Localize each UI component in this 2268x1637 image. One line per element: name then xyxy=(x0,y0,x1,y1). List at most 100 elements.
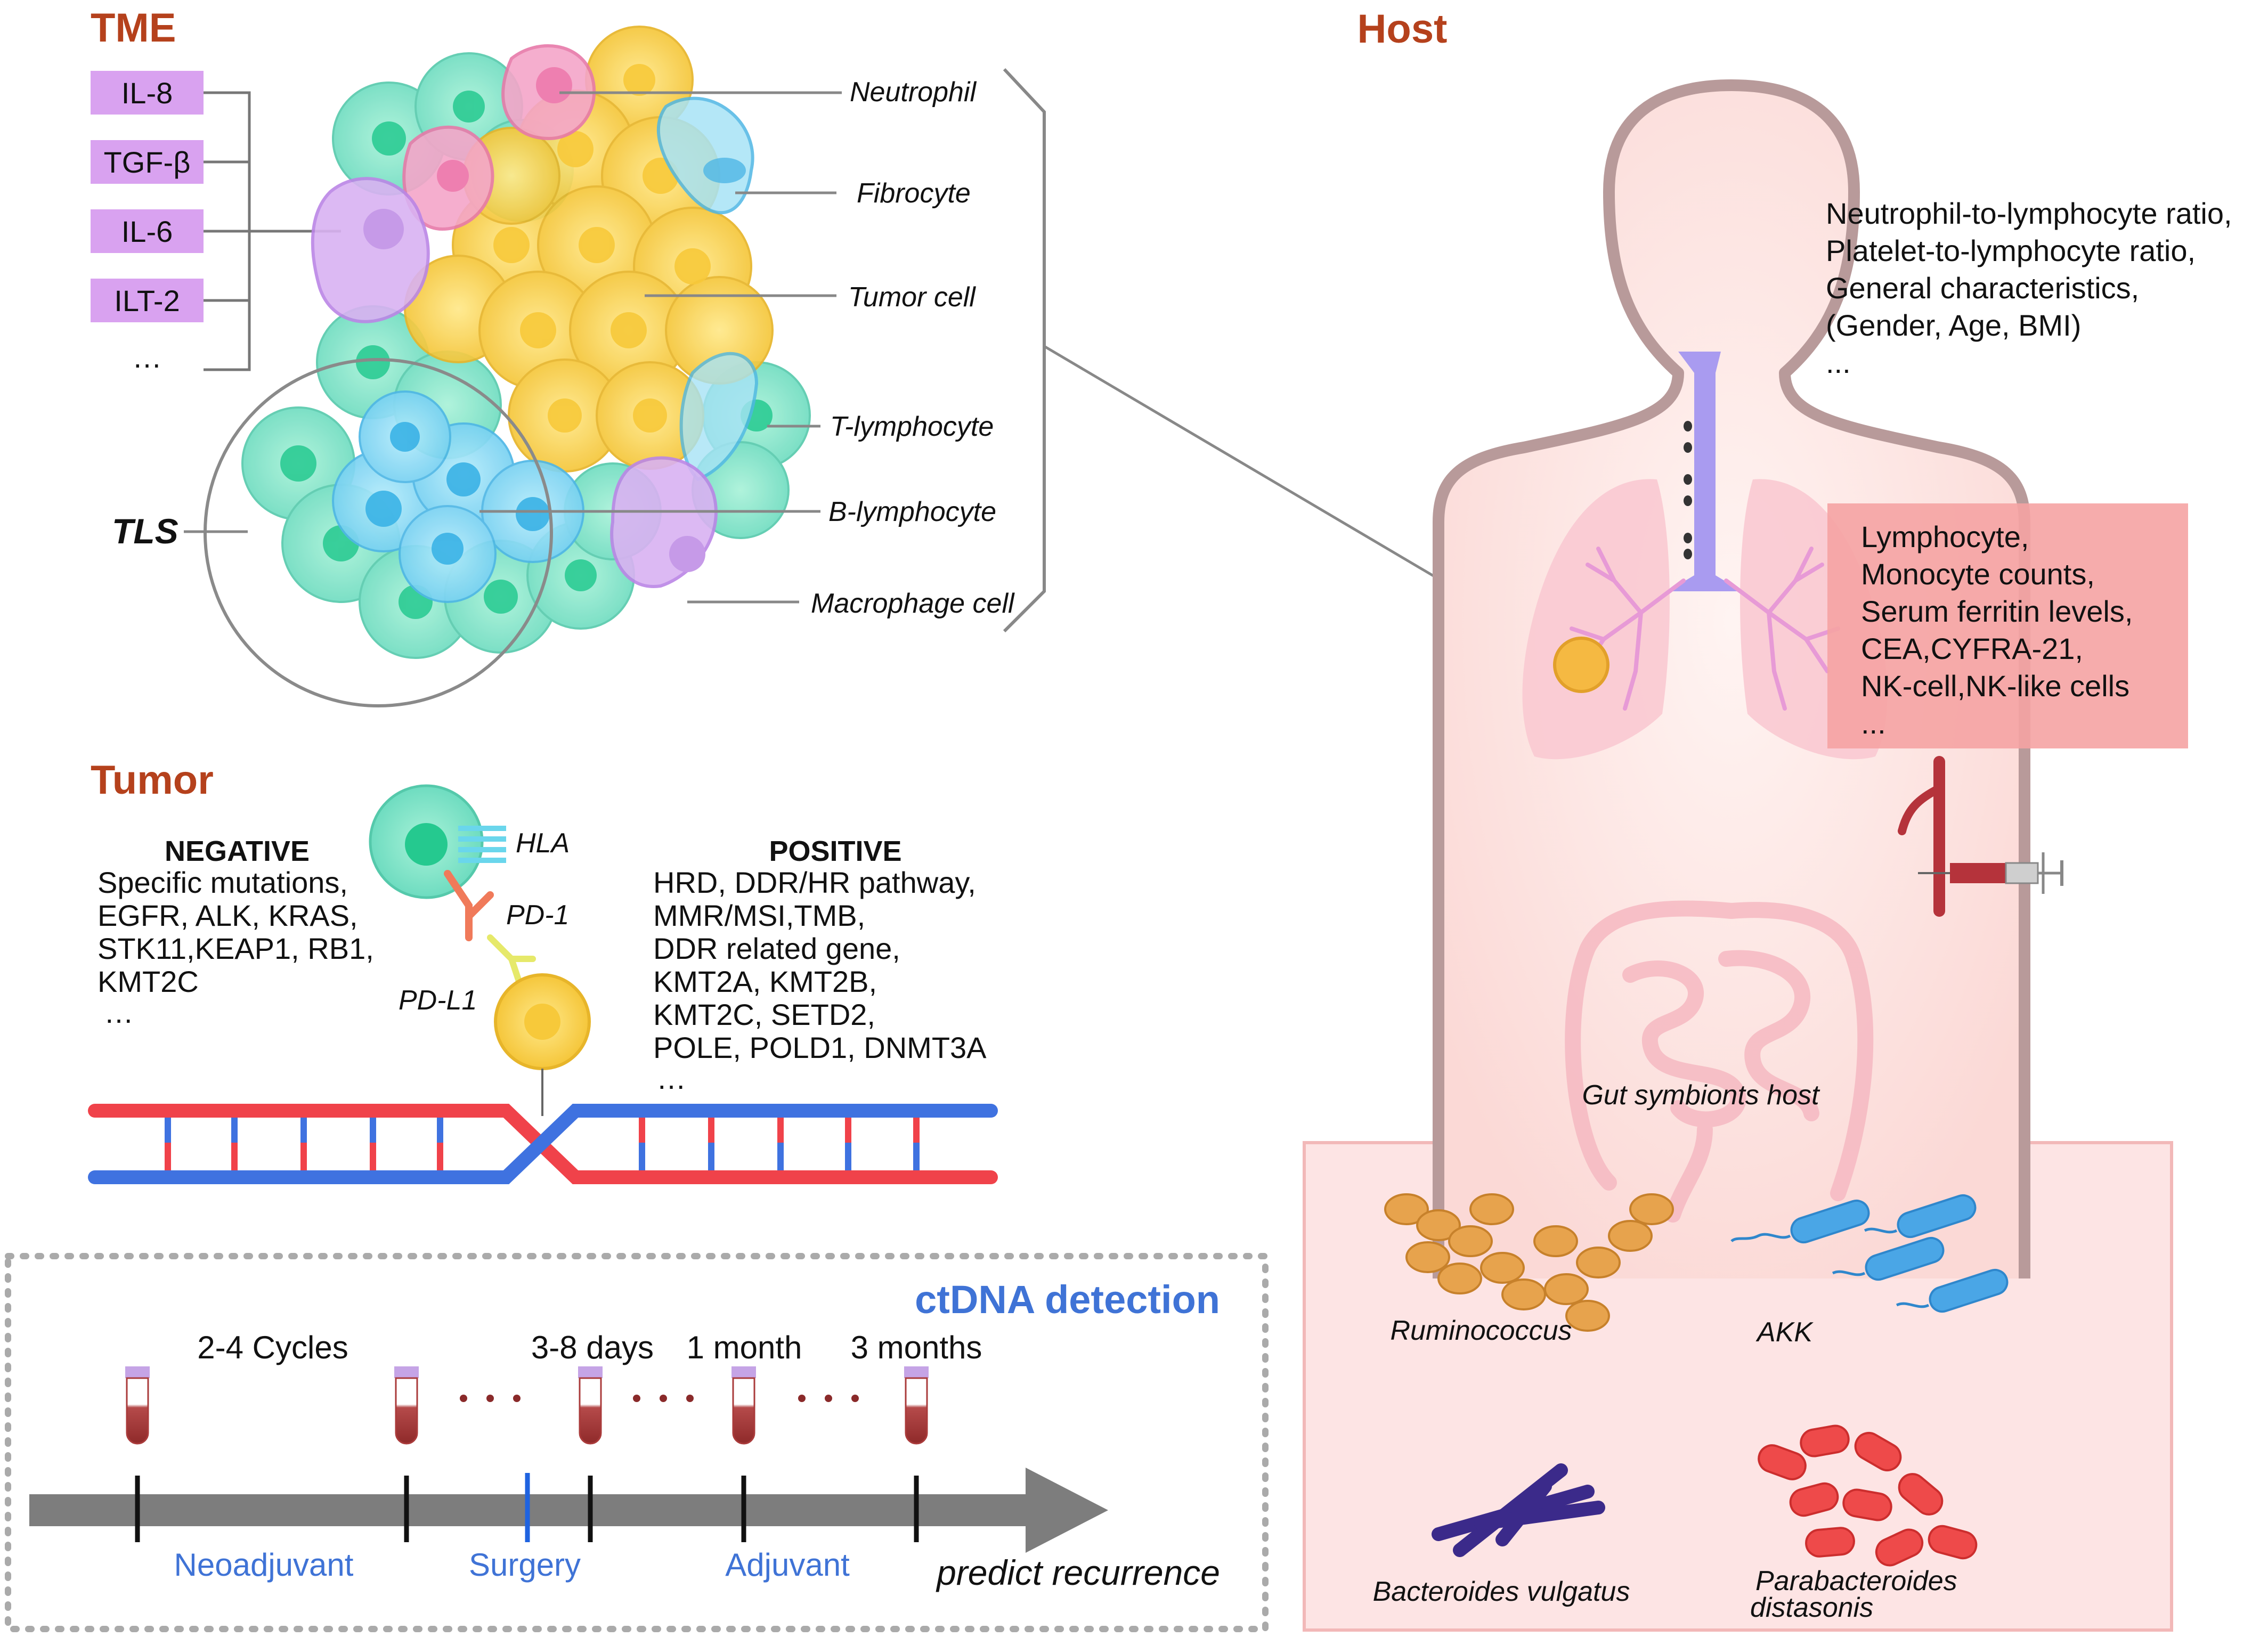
label-parabacteroides: Parabacteroides xyxy=(1755,1566,1957,1597)
blood-marker-line: CEA,CYFRA-21, xyxy=(1861,632,2083,665)
systemic-line: Neutrophil-to-lymphocyte ratio, xyxy=(1826,197,2232,230)
label-neutrophil: Neutrophil xyxy=(850,77,977,108)
cytokine-box-ilt2 xyxy=(91,279,204,322)
tumor-title: Tumor xyxy=(91,758,214,803)
cytokine-list: IL-8 TGF-β IL-6 ILT-2 … xyxy=(91,71,341,374)
pd1-label: PD-1 xyxy=(506,900,569,931)
positive-line: POLE, POLD1, DNMT3A xyxy=(653,1031,987,1064)
timeline-arrow xyxy=(29,1468,1108,1553)
blood-marker-line: Serum ferritin levels, xyxy=(1861,594,2133,628)
ruminococcus-icon xyxy=(1384,1193,1674,1332)
cytokine-box-il8 xyxy=(91,71,204,115)
label-cycles: 2-4 Cycles xyxy=(197,1330,348,1365)
negative-line: EGFR, ALK, KRAS, xyxy=(97,899,358,932)
pd1-receptor xyxy=(444,870,494,941)
immune-synapse xyxy=(369,784,591,1116)
pdl1-label: PD-L1 xyxy=(399,985,477,1016)
label-fibrocyte: Fibrocyte xyxy=(857,178,971,209)
blood-tube xyxy=(731,1366,756,1445)
negative-list: Specific mutations, EGFR, ALK, KRAS, STK… xyxy=(97,866,374,1029)
intestines xyxy=(1565,900,1874,1223)
tme-title: TME xyxy=(91,5,176,51)
host-title: Host xyxy=(1357,6,1448,52)
trachea-rings xyxy=(1684,421,1692,559)
positive-heading: POSITIVE xyxy=(769,835,901,867)
cytokine-ilt2: ILT-2 xyxy=(114,284,180,317)
dna-blue-strand xyxy=(88,1104,998,1184)
label-tumor-cell: Tumor cell xyxy=(848,282,976,313)
blood-marker-line: Monocyte counts, xyxy=(1861,557,2095,591)
label-neoadjuvant: Neoadjuvant xyxy=(174,1547,354,1583)
negative-line: Specific mutations, xyxy=(97,866,348,899)
label-surgery: Surgery xyxy=(469,1547,581,1583)
dna-rungs xyxy=(165,1113,920,1172)
negative-line: STK11,KEAP1, RB1, xyxy=(97,932,374,965)
blood-marker-line: ... xyxy=(1861,706,1886,740)
label-distasonis: distasonis xyxy=(1750,1592,1873,1623)
blood-tubes xyxy=(125,1366,929,1445)
tme-bracket xyxy=(1003,68,1046,633)
cytokine-tgfb: TGF-β xyxy=(104,145,191,179)
syringe-icon xyxy=(1898,756,2063,917)
cytokine-more: … xyxy=(132,340,162,374)
blood-tube xyxy=(125,1366,150,1445)
gut-label: Gut symbionts host xyxy=(1582,1080,1820,1111)
hla-receptor xyxy=(458,826,506,863)
ctdna-title: ctDNA detection xyxy=(915,1277,1220,1322)
lung-tumor xyxy=(1553,637,1609,693)
bacteroides-icon xyxy=(1432,1463,1605,1557)
label-t-lymphocyte: T-lymphocyte xyxy=(830,411,994,442)
cell-labels xyxy=(479,91,842,604)
hla-label: HLA xyxy=(516,828,570,859)
blood-tube xyxy=(578,1366,603,1445)
ellipsis-dots xyxy=(460,1395,859,1402)
fibrocyte-cell xyxy=(657,96,754,215)
parabacteroides-icon xyxy=(1758,1424,1978,1567)
blood-marker-line: Lymphocyte, xyxy=(1861,520,2029,553)
label-ruminococcus: Ruminococcus xyxy=(1390,1315,1572,1346)
blood-markers: Lymphocyte, Monocyte counts, Serum ferri… xyxy=(1861,520,2133,740)
label-bacteroides: Bacteroides vulgatus xyxy=(1373,1576,1630,1607)
tme-cell-cluster xyxy=(204,26,811,707)
cytokine-box-il6 xyxy=(91,209,204,253)
label-1-month: 1 month xyxy=(687,1330,802,1365)
positive-line: KMT2C, SETD2, xyxy=(653,998,875,1031)
label-3-months: 3 months xyxy=(851,1330,982,1365)
tls-label: TLS xyxy=(112,511,178,551)
systemic-line: ... xyxy=(1826,346,1851,379)
cytokine-box-tgfb xyxy=(91,140,204,184)
systemic-markers: Neutrophil-to-lymphocyte ratio, Platelet… xyxy=(1826,197,2232,379)
blood-marker-line: NK-cell,NK-like cells xyxy=(1861,669,2129,703)
label-days: 3-8 days xyxy=(531,1330,654,1365)
cytokine-il8: IL-8 xyxy=(121,76,173,110)
trachea xyxy=(1668,352,1742,591)
blood-tube xyxy=(904,1366,929,1445)
systemic-line: General characteristics, xyxy=(1826,271,2139,305)
negative-line: … xyxy=(104,996,134,1029)
cytokine-il6: IL-6 xyxy=(121,215,173,248)
label-adjuvant: Adjuvant xyxy=(725,1547,850,1583)
systemic-line: Platelet-to-lymphocyte ratio, xyxy=(1826,234,2196,267)
positive-line: MMR/MSI,TMB, xyxy=(653,899,865,932)
il6-macrophage-cell xyxy=(311,177,430,323)
negative-line: KMT2C xyxy=(97,965,199,998)
label-macrophage: Macrophage cell xyxy=(811,588,1015,619)
negative-heading: NEGATIVE xyxy=(165,835,310,867)
positive-list: HRD, DDR/HR pathway, MMR/MSI,TMB, DDR re… xyxy=(653,866,987,1095)
positive-line: HRD, DDR/HR pathway, xyxy=(653,866,976,899)
blood-markers-box xyxy=(1827,503,2188,748)
label-akk: AKK xyxy=(1755,1317,1814,1348)
positive-line: … xyxy=(656,1062,686,1095)
ctdna-panel xyxy=(5,1253,1269,1632)
dna-strand xyxy=(88,1104,998,1184)
label-predict-recurrence: predict recurrence xyxy=(936,1553,1220,1592)
positive-line: KMT2A, KMT2B, xyxy=(653,965,877,998)
macrophage-cell xyxy=(610,456,718,588)
blood-tube xyxy=(394,1366,419,1445)
systemic-line: (Gender, Age, BMI) xyxy=(1826,308,2081,342)
left-lung xyxy=(1522,479,1670,760)
label-b-lymphocyte: B-lymphocyte xyxy=(828,496,996,527)
positive-line: DDR related gene, xyxy=(653,932,900,965)
akk-icon xyxy=(1730,1194,2009,1313)
